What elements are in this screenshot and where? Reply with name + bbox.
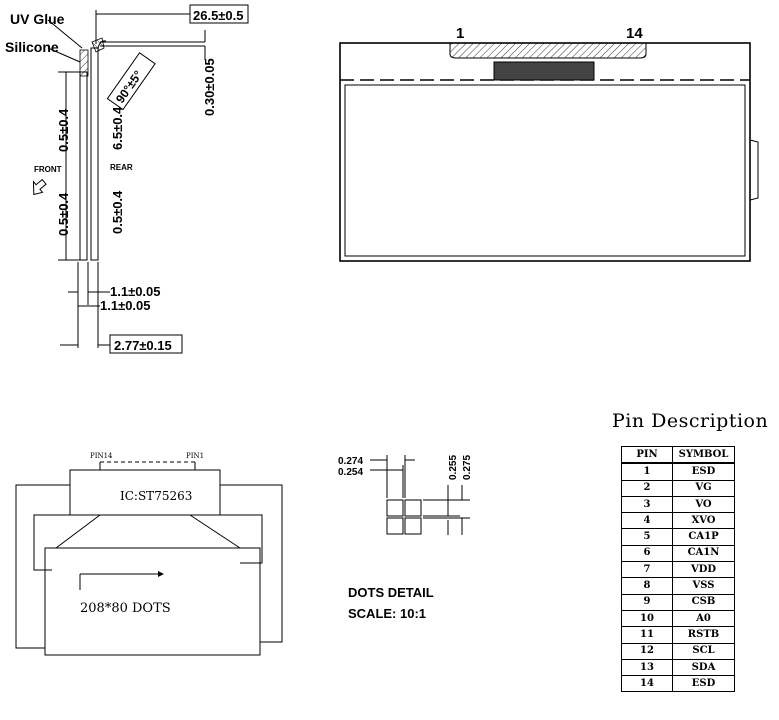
dots-panel bbox=[44, 547, 261, 656]
dots-detail-scale: SCALE: 10:1 bbox=[348, 606, 426, 621]
dot-4 bbox=[404, 517, 422, 535]
dim-front-top: 0.5±0.4 bbox=[56, 108, 71, 152]
pin1-label: PIN1 bbox=[186, 452, 204, 460]
pin-number: 4 bbox=[621, 512, 673, 530]
pin-end-label: 14 bbox=[626, 25, 643, 42]
driver-ic bbox=[493, 61, 595, 81]
pin-number: 12 bbox=[621, 642, 673, 660]
dim-dot-a: 0.274 bbox=[338, 456, 363, 467]
front-arrow-icon bbox=[32, 178, 47, 196]
pin-symbol: ESD bbox=[672, 462, 735, 481]
dots-detail-title: DOTS DETAIL bbox=[348, 585, 434, 600]
pin-symbol: VSS bbox=[672, 577, 735, 595]
dim-glass-2: 1.1±0.05 bbox=[100, 298, 151, 313]
pin-symbol: CA1P bbox=[672, 528, 735, 546]
pin-number: 7 bbox=[621, 561, 673, 579]
dim-front-bottom: 0.5±0.4 bbox=[56, 192, 71, 236]
dim-dot-b: 0.254 bbox=[338, 467, 363, 478]
pin-symbol: CA1N bbox=[672, 544, 735, 563]
dim-glass-1: 1.1±0.05 bbox=[110, 284, 161, 299]
silicone-area bbox=[79, 49, 89, 77]
silicone-label: Silicone bbox=[5, 39, 59, 55]
pin-number: 1 bbox=[621, 462, 673, 481]
pin-symbol: VDD bbox=[672, 561, 735, 579]
pin-number: 6 bbox=[621, 544, 673, 563]
side-view: UV Glue Silicone 26.5±0.5 0.30±0.05 90°±… bbox=[5, 4, 249, 354]
front-label: FRONT bbox=[34, 165, 62, 174]
pin-symbol: XVO bbox=[672, 512, 735, 530]
uv-glue-leader bbox=[47, 19, 83, 49]
symbol-column-header: SYMBOL bbox=[672, 446, 735, 464]
dim-dot-c: 0.255 bbox=[448, 455, 459, 480]
pin-number: 3 bbox=[621, 495, 673, 514]
dots-detail: 0.274 0.254 0.255 0.275 DOTS DETAIL SCAL… bbox=[338, 455, 473, 621]
rear-glass bbox=[90, 47, 99, 261]
pin-description-title: Pin Description bbox=[612, 410, 769, 432]
dim-total: 2.77±0.15 bbox=[114, 338, 172, 353]
uv-glue-area bbox=[91, 37, 105, 53]
dim-rear-bottom: 0.5±0.4 bbox=[110, 190, 125, 234]
rear-label: REAR bbox=[110, 163, 133, 172]
dot-2 bbox=[404, 499, 422, 517]
dim-rear-top: 6.5±0.4 bbox=[110, 106, 125, 150]
pin-symbol: RSTB bbox=[672, 626, 735, 644]
dot-3 bbox=[386, 517, 404, 535]
pin-symbol: A0 bbox=[672, 609, 735, 628]
pin-number: 10 bbox=[621, 609, 673, 628]
pin-number: 2 bbox=[621, 479, 673, 497]
ic-block bbox=[69, 469, 221, 516]
pin-symbol: VO bbox=[672, 495, 735, 514]
pin-column-header: PIN bbox=[621, 446, 673, 464]
fpc-hatch bbox=[449, 42, 647, 59]
pin-symbol: VG bbox=[672, 479, 735, 497]
front-view: 1 14 bbox=[339, 25, 759, 262]
dot-1 bbox=[386, 499, 404, 517]
pin-number: 11 bbox=[621, 626, 673, 644]
pin-table-header: PIN SYMBOL bbox=[621, 446, 735, 464]
pin-number: 13 bbox=[621, 658, 673, 677]
ic-label: IC:ST75263 bbox=[120, 489, 192, 503]
pin-symbol: CSB bbox=[672, 593, 735, 611]
schematic: PIN14 PIN1 IC:ST75263 208*80 DOTS bbox=[15, 452, 283, 656]
pin-number: 14 bbox=[621, 675, 673, 693]
front-glass bbox=[79, 71, 88, 261]
dim-dot-d: 0.275 bbox=[462, 455, 473, 480]
pin-symbol: SCL bbox=[672, 642, 735, 660]
pin14-label: PIN14 bbox=[90, 452, 113, 460]
silicone-leader bbox=[47, 47, 81, 63]
pin-number: 9 bbox=[621, 593, 673, 611]
pin-number: 5 bbox=[621, 528, 673, 546]
viewing-area bbox=[344, 84, 746, 257]
dim-top-width: 26.5±0.5 bbox=[193, 8, 244, 23]
side-tab bbox=[749, 139, 759, 201]
pin-number: 8 bbox=[621, 577, 673, 595]
pin-start-label: 1 bbox=[456, 25, 464, 42]
dim-thickness-small: 0.30±0.05 bbox=[202, 58, 217, 116]
pin-symbol: SDA bbox=[672, 658, 735, 677]
dots-label: 208*80 DOTS bbox=[80, 601, 171, 616]
pin-symbol: ESD bbox=[672, 675, 735, 693]
uv-glue-label: UV Glue bbox=[10, 11, 65, 27]
